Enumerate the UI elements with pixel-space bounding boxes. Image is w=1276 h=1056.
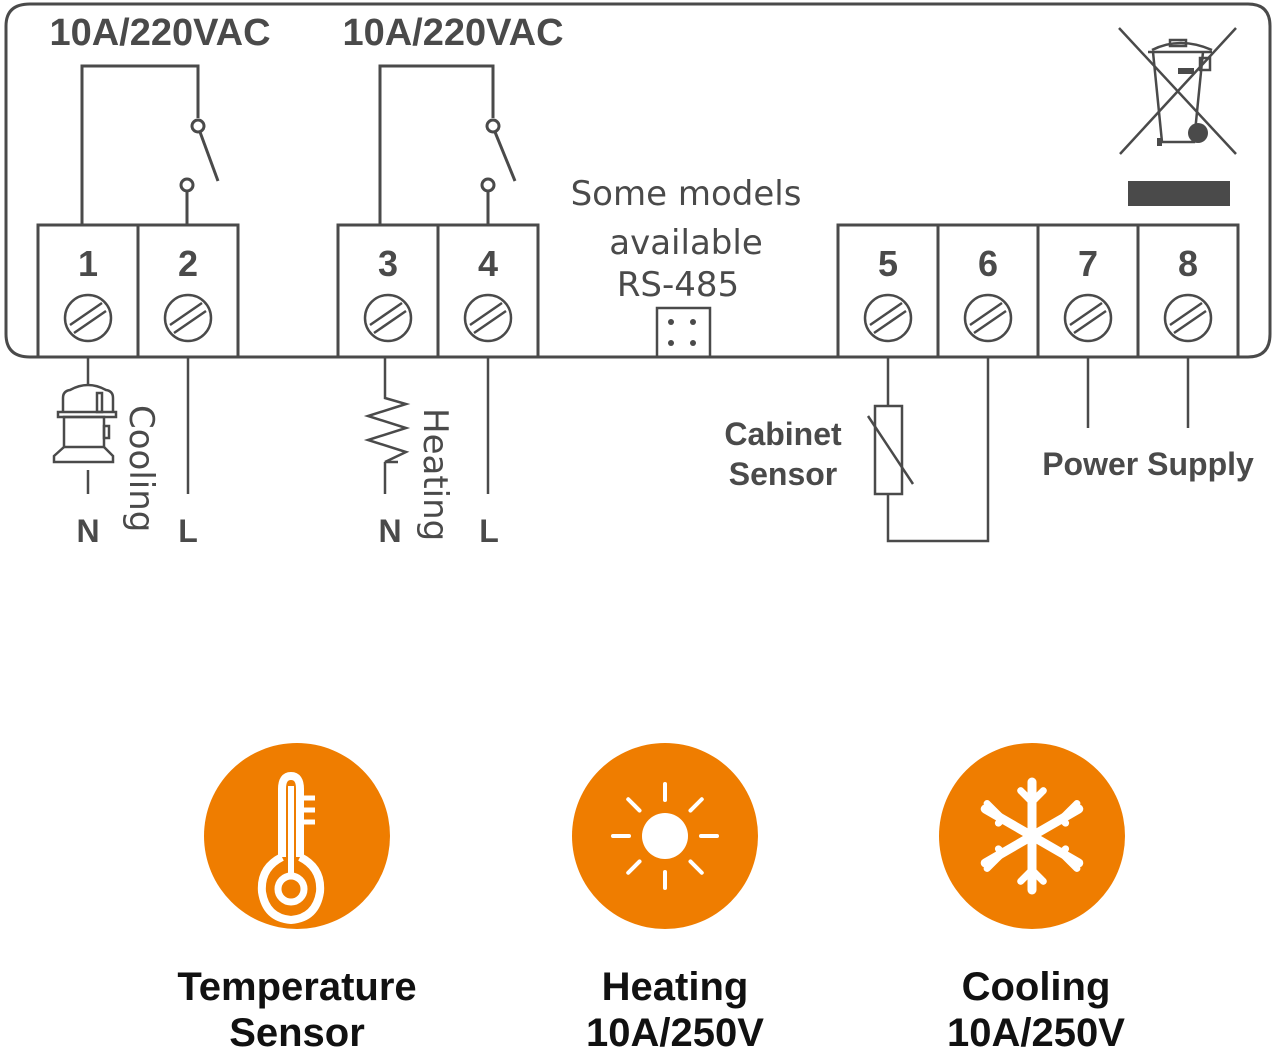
power-supply-label: Power Supply: [1042, 446, 1254, 482]
feature-caption-heating: Heating 10A/250V: [525, 964, 825, 1056]
cooling-neutral-label: N: [76, 513, 99, 549]
terminal-number: 8: [1178, 243, 1198, 284]
cooling-live-label: L: [178, 513, 198, 549]
screw-icon[interactable]: [1063, 293, 1113, 343]
terminal-8[interactable]: 8: [1136, 223, 1240, 359]
sun-ray: [626, 859, 642, 875]
rs485-note-line3: RS-485: [617, 265, 739, 305]
terminal-7[interactable]: 7: [1036, 223, 1140, 359]
terminal-number: 5: [878, 243, 898, 284]
feature-caption-cooling: Cooling 10A/250V: [886, 964, 1186, 1056]
weee-bar: [1128, 181, 1230, 206]
screw-icon[interactable]: [363, 293, 413, 343]
thermometer-icon: [204, 743, 390, 929]
rs485-note-line2: available: [609, 223, 762, 263]
terminal-number: 3: [378, 243, 398, 284]
heating-neutral-label: N: [378, 513, 401, 549]
terminal-1[interactable]: 1: [36, 223, 140, 359]
heater-resistor-icon: [363, 358, 411, 494]
heating-vertical-label: Heating: [415, 408, 455, 541]
feature-caption-line1: Cooling: [961, 965, 1111, 1009]
relay-switch-1: [80, 64, 220, 225]
terminal-number: 2: [178, 243, 198, 284]
screw-icon[interactable]: [1163, 293, 1213, 343]
sun-icon: [572, 743, 758, 929]
feature-caption-line2: 10A/250V: [947, 1011, 1125, 1055]
thermistor-icon: [866, 358, 990, 543]
terminal-number: 7: [1078, 243, 1098, 284]
terminal-number: 4: [478, 243, 498, 284]
cabinet-sensor-label-line2: Sensor: [729, 456, 837, 492]
terminal-blocks: 1 2 3 4 5 6 7 8: [36, 223, 1240, 359]
terminal-number: 6: [978, 243, 998, 284]
feature-caption-line1: Heating: [601, 965, 749, 1009]
screw-icon[interactable]: [863, 293, 913, 343]
compressor-icon: [52, 358, 118, 494]
terminal-6[interactable]: 6: [936, 223, 1040, 359]
sun-ray: [626, 797, 642, 813]
terminal-number: 1: [78, 243, 98, 284]
rs485-note-line1: Some models: [571, 174, 802, 214]
feature-caption-temperature-sensor: Temperature Sensor: [147, 964, 447, 1056]
cooling-vertical-label: Cooling: [121, 405, 161, 532]
screw-icon[interactable]: [63, 293, 113, 343]
screw-icon[interactable]: [463, 293, 513, 343]
snowflake-icon: [939, 743, 1125, 929]
relay-rating-label-1: 10A/220VAC: [49, 12, 270, 54]
screw-icon[interactable]: [963, 293, 1013, 343]
terminal-5[interactable]: 5: [836, 223, 940, 359]
screw-icon[interactable]: [163, 293, 213, 343]
feature-caption-line1: Temperature: [177, 965, 417, 1009]
heating-live-label: L: [479, 513, 499, 549]
feature-caption-line2: 10A/250V: [586, 1011, 764, 1055]
feature-caption-line2: Sensor: [229, 1011, 365, 1055]
controller-housing: [4, 2, 1272, 359]
crossed-out-wheelie-bin-icon: [1118, 27, 1237, 155]
sun-ray: [688, 797, 704, 813]
cabinet-sensor-label-line1: Cabinet: [724, 416, 842, 452]
relay-rating-label-2: 10A/220VAC: [342, 12, 563, 54]
terminal-2[interactable]: 2: [136, 223, 240, 359]
rs485-port-icon[interactable]: [655, 306, 712, 359]
terminal-3[interactable]: 3: [336, 223, 440, 359]
relay-switch-2: [378, 64, 517, 225]
terminal-4[interactable]: 4: [436, 223, 540, 359]
sun-ray: [688, 859, 704, 875]
